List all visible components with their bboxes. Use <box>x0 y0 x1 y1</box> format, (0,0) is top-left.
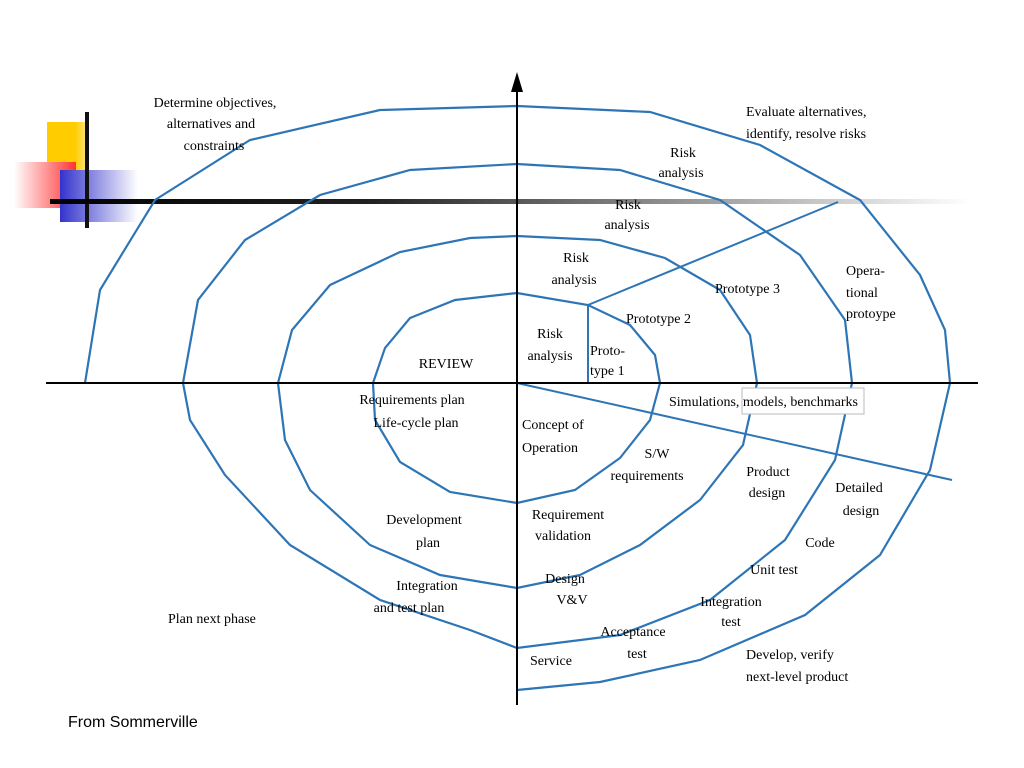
risk-analysis-1-line1: Risk <box>537 327 563 342</box>
review-label: REVIEW <box>419 357 474 372</box>
sw-requirements-line2: requirements <box>610 469 683 484</box>
risk-analysis-4-line1: Risk <box>670 146 696 161</box>
axes <box>46 72 978 705</box>
risk-analysis-1-line2: analysis <box>527 349 572 364</box>
code-label: Code <box>805 536 835 551</box>
prototype-1-line2: type 1 <box>590 364 625 379</box>
risk-analysis-3-line2: analysis <box>604 218 649 233</box>
quadrant-label-evaluate-1: Evaluate alternatives, <box>746 105 867 120</box>
design-vv-line1: Design <box>545 572 585 587</box>
risk-analysis-4-line2: analysis <box>658 166 703 181</box>
unit-test-label: Unit test <box>750 563 798 578</box>
spiral-loop-outer <box>83 104 952 692</box>
integration-test-line1: Integration <box>700 595 761 610</box>
life-cycle-plan-label: Life-cycle plan <box>373 416 458 431</box>
blue-square <box>60 170 138 222</box>
sw-requirements-line1: S/W <box>645 447 671 462</box>
requirement-validation-line1: Requirement <box>532 508 604 523</box>
quadrant-label-objectives-3: constraints <box>184 139 245 154</box>
integration-plan-line2: and test plan <box>374 601 445 616</box>
simulations-label: Simulations, models, benchmarks <box>669 395 858 410</box>
development-plan-line1: Development <box>386 513 462 528</box>
divider-lower-right <box>516 382 953 481</box>
integration-test-line2: test <box>721 615 741 630</box>
service-label: Service <box>530 654 572 669</box>
quadrant-label-evaluate-2: identify, resolve risks <box>746 127 866 142</box>
prototype-2-label: Prototype 2 <box>626 312 691 327</box>
spiral-loop-third <box>181 162 854 650</box>
source-credit: From Sommerville <box>68 714 198 731</box>
quadrant-label-develop-2: next-level product <box>746 670 848 685</box>
quadrant-label-develop-1: Develop, verify <box>746 648 834 663</box>
acceptance-test-line1: Acceptance <box>600 625 665 640</box>
operational-prototype-line2: tional <box>846 286 878 301</box>
detailed-design-line1: Detailed <box>835 481 882 496</box>
risk-analysis-3-line1: Risk <box>615 198 641 213</box>
development-plan-line2: plan <box>416 536 440 551</box>
operational-prototype-line1: Opera- <box>846 264 885 279</box>
product-design-line2: design <box>749 486 786 501</box>
detailed-design-line2: design <box>843 504 880 519</box>
quadrant-label-objectives-2: alternatives and <box>167 117 255 132</box>
product-design-line1: Product <box>746 465 790 480</box>
requirements-plan-label: Requirements plan <box>359 393 464 408</box>
requirement-validation-line2: validation <box>535 529 591 544</box>
horizontal-rule <box>50 199 970 204</box>
quadrant-label-plan-next-phase: Plan next phase <box>168 612 256 627</box>
axis-arrow-icon <box>511 72 523 92</box>
vertical-bar <box>85 112 89 228</box>
decorative-squares <box>14 112 970 228</box>
operational-prototype-line3: protoype <box>846 307 896 322</box>
acceptance-test-line2: test <box>627 647 647 662</box>
concept-of-operation-line2: Operation <box>522 441 578 456</box>
concept-of-operation-line1: Concept of <box>522 418 584 433</box>
design-vv-line2: V&V <box>556 593 587 608</box>
quadrant-dividers <box>516 201 953 481</box>
simulations-box <box>741 387 865 415</box>
risk-analysis-2-line1: Risk <box>563 251 589 266</box>
divider-upper-right <box>587 201 839 306</box>
quadrant-label-objectives-1: Determine objectives, <box>154 96 277 111</box>
risk-analysis-2-line2: analysis <box>551 273 596 288</box>
prototype-3-label: Prototype 3 <box>715 282 780 297</box>
prototype-1-line1: Proto- <box>590 344 625 359</box>
integration-plan-line1: Integration <box>396 579 457 594</box>
